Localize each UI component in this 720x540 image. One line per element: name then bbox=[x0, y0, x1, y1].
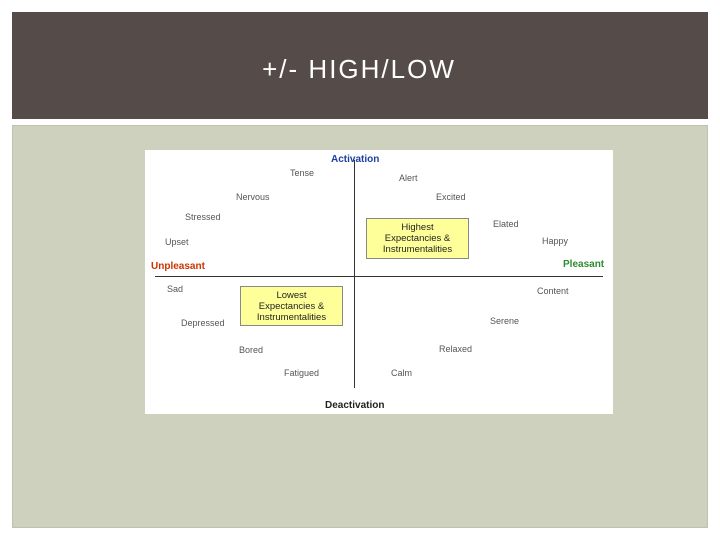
pole-deactivation: Deactivation bbox=[325, 400, 385, 411]
emotion-excited: Excited bbox=[436, 192, 466, 202]
highest-box-line-2: Expectancies & bbox=[384, 233, 451, 244]
lowest-box-line-1: Lowest bbox=[276, 289, 307, 301]
emotion-upset: Upset bbox=[165, 237, 189, 247]
emotion-stressed: Stressed bbox=[185, 212, 221, 222]
emotion-sad: Sad bbox=[167, 284, 184, 294]
pole-pleasant: Pleasant bbox=[563, 259, 605, 270]
emotion-tense: Tense bbox=[290, 168, 315, 178]
emotion-calm: Calm bbox=[391, 368, 413, 378]
pole-activation: Activation bbox=[331, 154, 380, 165]
slide-title: +/- HIGH/LOW bbox=[262, 54, 456, 84]
emotion-alert: Alert bbox=[399, 173, 418, 183]
emotion-happy: Happy bbox=[542, 236, 569, 246]
pleasantness-axis bbox=[155, 276, 603, 277]
emotion-relaxed: Relaxed bbox=[439, 344, 473, 354]
highest-box-line-3: Instrumentalities bbox=[382, 244, 453, 255]
emotion-content: Content bbox=[537, 286, 569, 296]
emotion-depressed: Depressed bbox=[181, 318, 225, 328]
title-bar bbox=[12, 12, 708, 119]
lowest-box-line-3: Instrumentalities bbox=[256, 311, 327, 323]
emotion-nervous: Nervous bbox=[236, 192, 270, 202]
lowest-box-line-2: Expectancies & bbox=[258, 300, 325, 312]
emotion-elated: Elated bbox=[493, 219, 519, 229]
emotion-fatigued: Fatigued bbox=[284, 368, 320, 378]
emotion-serene: Serene bbox=[490, 316, 520, 326]
highest-box-line-1: Highest bbox=[401, 222, 434, 233]
highest-expectancies-box: Highest Expectancies & Instrumentalities bbox=[366, 218, 469, 259]
affect-circumplex-diagram: Activation Deactivation Unpleasant Pleas… bbox=[145, 150, 613, 414]
lowest-expectancies-box: Lowest Expectancies & Instrumentalities bbox=[240, 286, 343, 326]
activation-axis bbox=[354, 160, 355, 388]
pole-unpleasant: Unpleasant bbox=[151, 261, 205, 272]
emotion-bored: Bored bbox=[239, 345, 264, 355]
